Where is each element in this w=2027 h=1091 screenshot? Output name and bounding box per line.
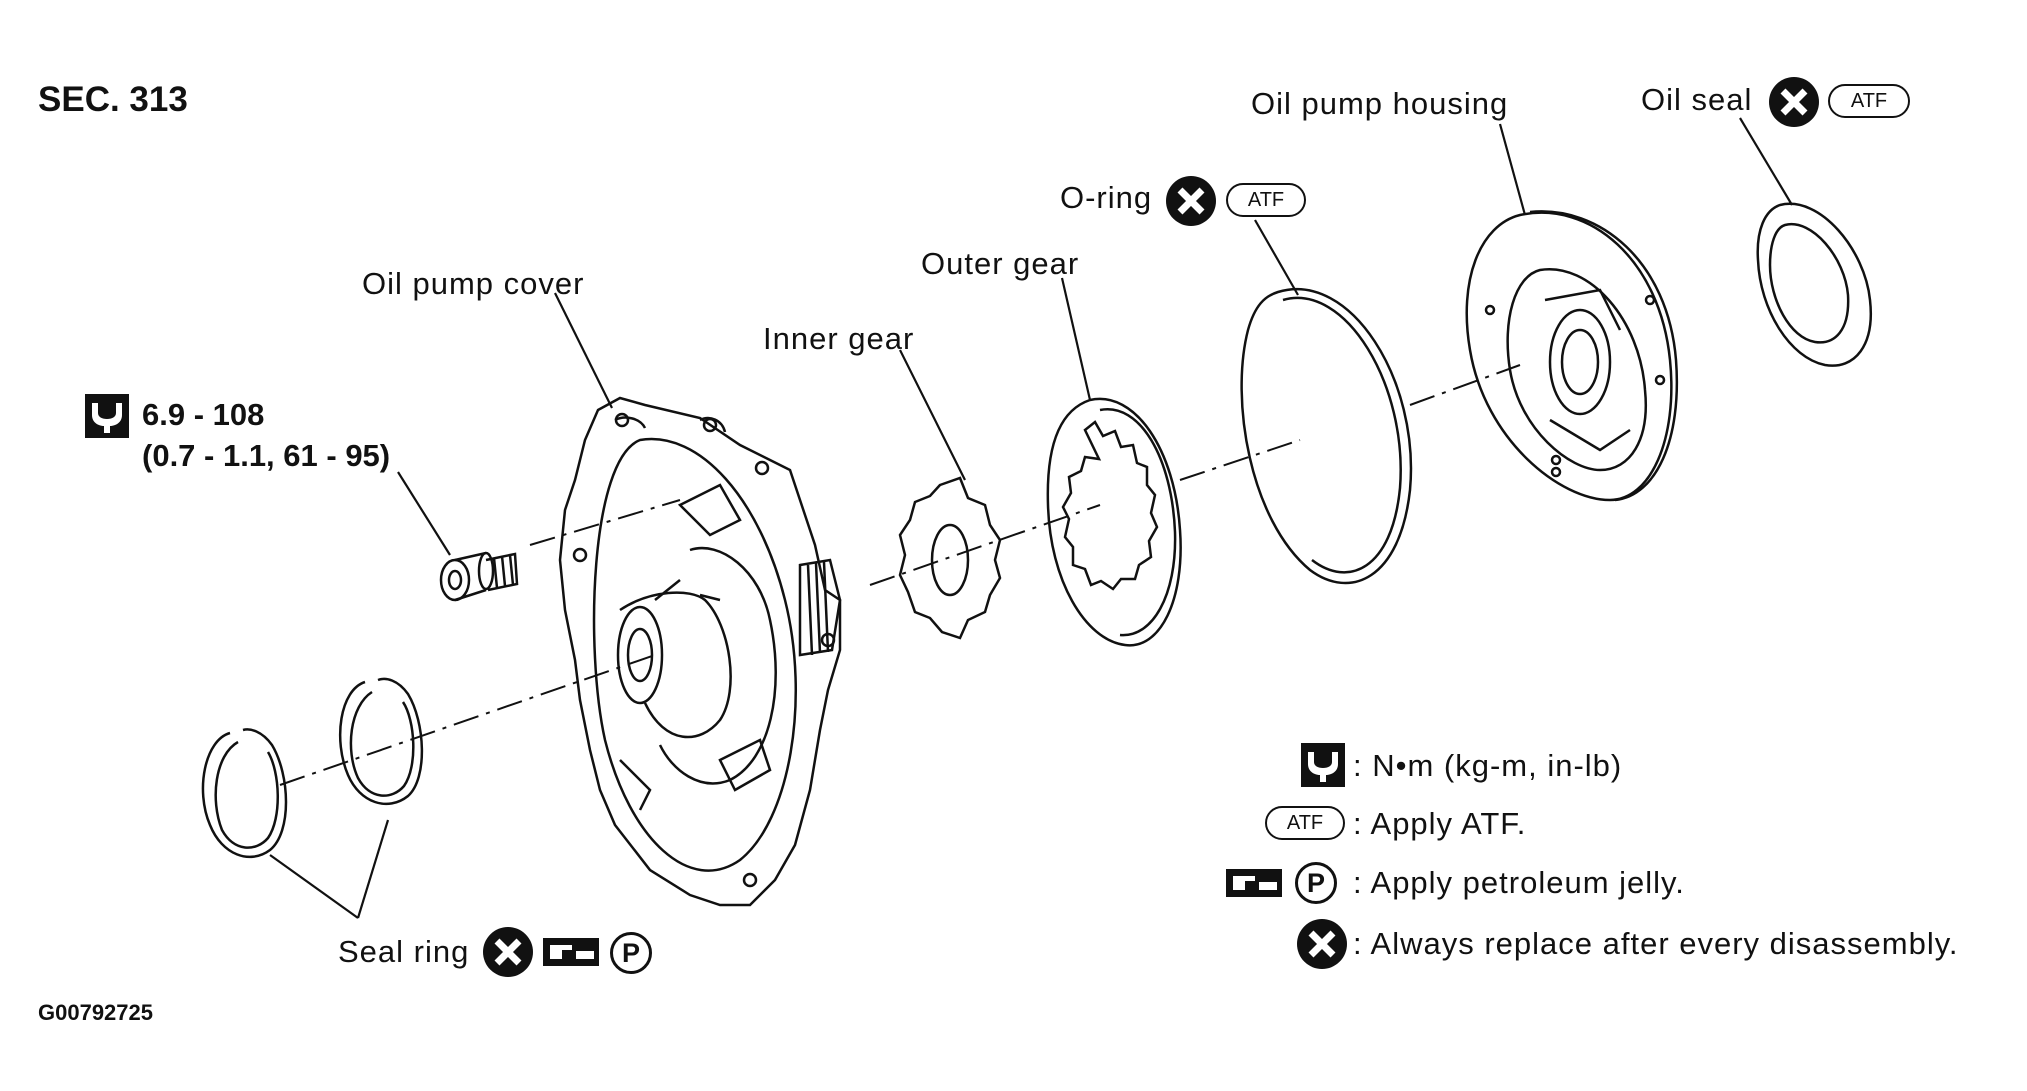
label-seal-ring: Seal ring (338, 934, 470, 969)
inner-gear (898, 476, 1002, 640)
atf-badge-text: ATF (1247, 188, 1285, 211)
torque-wrench-icon (85, 394, 129, 438)
replace-icon (483, 927, 533, 977)
section-title: SEC. 313 (38, 80, 188, 119)
atf-badge: ATF (1828, 84, 1910, 118)
replace-icon (1297, 919, 1347, 969)
label-oil-seal: Oil seal (1641, 82, 1753, 117)
label-oil-pump-cover: Oil pump cover (362, 266, 585, 301)
bolt (439, 551, 519, 602)
legend-replace-text: : Always replace after every disassembly… (1353, 926, 1959, 961)
petroleum-badge-text: P (621, 937, 640, 968)
label-oil-pump-housing: Oil pump housing (1251, 86, 1509, 121)
oil-pump-cover (558, 396, 842, 907)
atf-badge: ATF (1265, 806, 1345, 840)
legend-atf-text: : Apply ATF. (1353, 806, 1527, 841)
atf-badge-text: ATF (1286, 811, 1324, 834)
oil-pump-housing (1465, 210, 1679, 502)
o-ring (1240, 288, 1413, 585)
seal-rings (201, 677, 424, 859)
grease-gun-icon (543, 938, 599, 966)
label-outer-gear: Outer gear (921, 246, 1080, 281)
center-lines (279, 364, 1521, 786)
atf-badge-text: ATF (1850, 89, 1888, 112)
legend-torque-text: : N•m (kg-m, in-lb) (1353, 748, 1623, 783)
torque-value: 6.9 - 108 (142, 397, 265, 432)
label-o-ring: O-ring (1060, 180, 1153, 215)
legend-petroleum-text: : Apply petroleum jelly. (1353, 865, 1685, 900)
grease-gun-icon (1226, 869, 1282, 897)
label-inner-gear: Inner gear (763, 321, 915, 356)
leader-lines (269, 117, 1793, 919)
atf-badge: ATF (1226, 183, 1306, 217)
petroleum-badge-text: P (1306, 867, 1325, 898)
replace-icon (1769, 77, 1819, 127)
petroleum-jelly-badge: P (610, 932, 652, 974)
replace-icon (1166, 176, 1216, 226)
petroleum-jelly-badge: P (1295, 862, 1337, 904)
torque-alt-units: (0.7 - 1.1, 61 - 95) (142, 438, 391, 473)
outer-gear (1046, 397, 1182, 647)
oil-seal (1756, 202, 1873, 367)
torque-wrench-icon (1301, 743, 1345, 787)
figure-code: G00792725 (38, 1000, 153, 1025)
